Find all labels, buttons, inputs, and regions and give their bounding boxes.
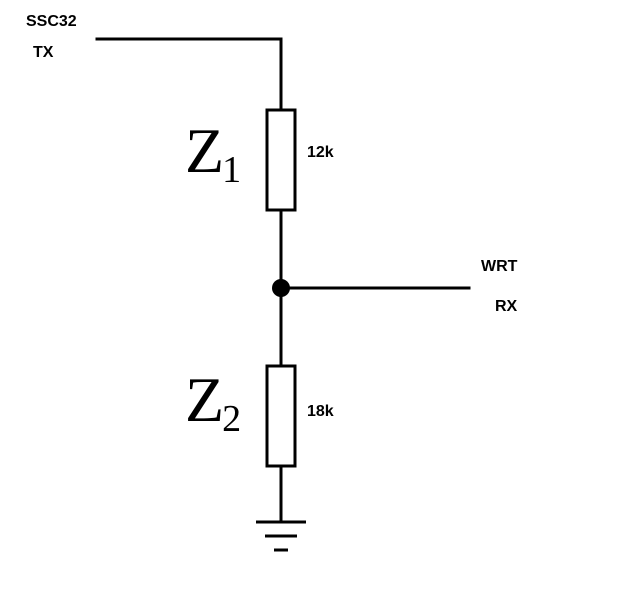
z2-value-label: 18k bbox=[307, 403, 334, 420]
z1-index: 1 bbox=[222, 149, 241, 191]
ground-icon bbox=[256, 520, 306, 552]
resistor-z2 bbox=[265, 364, 297, 468]
z1-value-label: 12k bbox=[307, 144, 334, 161]
resistor-z1 bbox=[265, 108, 297, 212]
z2-index: 2 bbox=[222, 398, 241, 440]
source-name-label: SSC32 bbox=[26, 13, 77, 30]
output-name-label: WRT bbox=[481, 258, 518, 275]
z1-designator: Z1 bbox=[185, 115, 241, 191]
z1-symbol: Z bbox=[185, 115, 224, 186]
tx-input-wire bbox=[95, 37, 283, 112]
z2-designator: Z2 bbox=[185, 364, 241, 440]
z2-symbol: Z bbox=[185, 364, 224, 435]
output-pin-label: RX bbox=[495, 298, 518, 315]
source-pin-label: TX bbox=[33, 44, 54, 61]
